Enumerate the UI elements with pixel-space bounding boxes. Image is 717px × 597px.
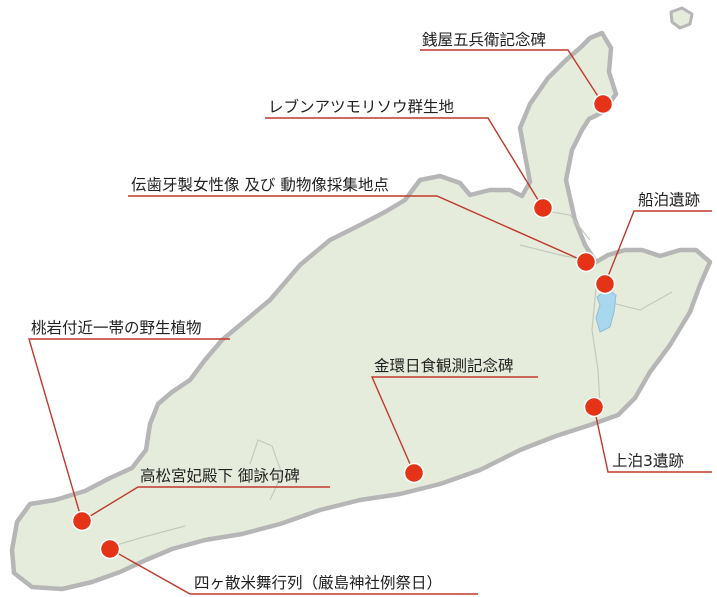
label-dentist[interactable]: 伝歯牙製女性像 及び 動物像採集地点 [131, 175, 389, 194]
leader-dentist [128, 195, 587, 263]
label-takamatsu[interactable]: 高松宮妃殿下 御詠句碑 [140, 467, 300, 485]
island-landmass [9, 30, 713, 592]
marker-kamidomari[interactable] [583, 396, 605, 418]
label-rebun-atsumori[interactable]: レブンアツモリソウ群生地 [268, 97, 454, 116]
marker-zeniya[interactable] [592, 93, 614, 115]
marker-funadomari[interactable] [594, 273, 616, 295]
leader-funadomari [604, 210, 712, 285]
leader-takamatsu [81, 486, 330, 522]
small-islet [669, 6, 694, 30]
marker-momoiwa[interactable] [71, 510, 93, 532]
label-kamidomari[interactable]: 上泊3遺跡 [612, 452, 684, 470]
leader-kinkan [370, 376, 538, 474]
marker-rebun-atsumori[interactable] [532, 197, 554, 219]
marker-dentist[interactable] [575, 251, 597, 273]
label-zeniya[interactable]: 銭屋五兵衛記念碑 [422, 30, 546, 49]
marker-kinkan[interactable] [403, 462, 425, 484]
leader-yotsuga [109, 548, 478, 595]
label-yotsuga[interactable]: 四ヶ散米舞行列（厳島神社例祭日） [194, 574, 442, 592]
marker-yotsuga[interactable] [99, 538, 121, 560]
label-kinkan[interactable]: 金環日食観測記念碑 [374, 356, 514, 375]
leader-kamidomari [593, 406, 712, 473]
leader-zeniya [420, 49, 604, 105]
leader-momoiwa [28, 338, 230, 522]
label-funadomari[interactable]: 船泊遺跡 [638, 191, 701, 209]
leader-rebun-atsumori [265, 117, 544, 209]
label-momoiwa[interactable]: 桃岩付近一帯の野生植物 [31, 319, 202, 337]
